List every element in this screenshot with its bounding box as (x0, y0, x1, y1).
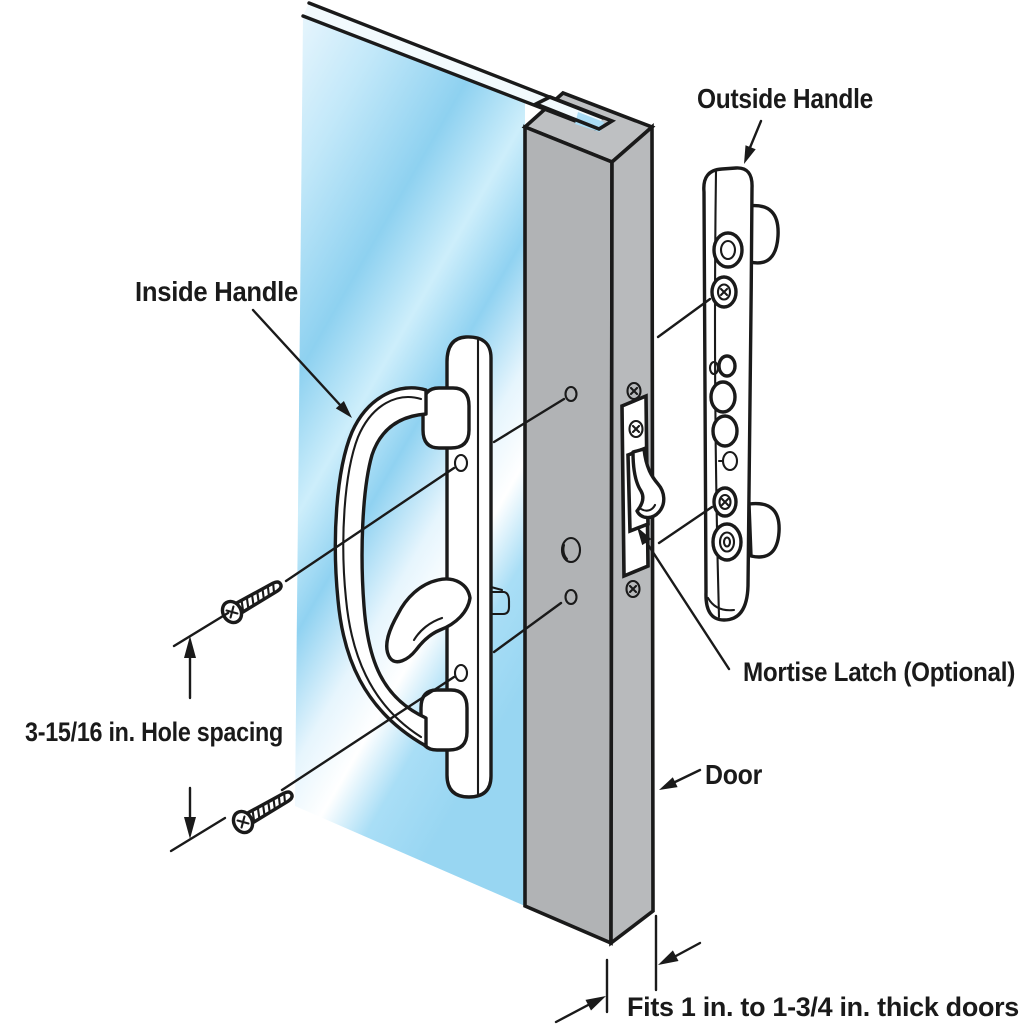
door-hole-middle-shade (562, 543, 569, 561)
latch-screw-bottom-cross (628, 584, 638, 594)
inside-handle (333, 335, 511, 799)
inside-mount-boss-bottom (419, 688, 469, 752)
outside-boss-7-center (722, 536, 732, 548)
dim-tick-bottom (169, 816, 227, 853)
screw-alignment-lines (280, 297, 714, 792)
outside-boss-2-inner (716, 283, 732, 301)
door-glass-slot (531, 95, 617, 132)
dim-tick-top (172, 611, 230, 648)
outside-boss-3 (709, 380, 737, 414)
mounting-screw-upper (220, 580, 283, 625)
label-outside-handle: Outside Handle (697, 83, 873, 114)
inside-thumb-lever (385, 577, 472, 664)
inside-grip-crease (342, 396, 423, 739)
label-hole-spacing: 3-15/16 in. Hole spacing (25, 717, 283, 747)
outside-handle (702, 166, 781, 622)
label-mortise-latch: Mortise Latch (Optional) (743, 657, 1015, 687)
inside-thumb-lever-detail (412, 616, 444, 642)
arrowhead-outside-handle (744, 145, 756, 164)
inside-latch-tab-top (489, 585, 504, 592)
leader-door (671, 768, 702, 785)
arrowhead-thickness-right (658, 950, 679, 965)
outside-grip-tab-bottom (747, 501, 781, 559)
outside-grip-tab-top (746, 203, 780, 265)
label-door-thickness: Fits 1 in. to 1-3/4 in. thick doors (627, 992, 1019, 1022)
leader-lines (169, 119, 763, 1024)
outside-knob-side (708, 360, 720, 376)
latch-hook-detail (639, 503, 657, 512)
outside-plate-bottom-line (706, 596, 736, 612)
thickness-shaft-left (554, 1002, 592, 1024)
inside-hole-lower (453, 663, 469, 683)
mortise-latch (620, 381, 666, 599)
label-door: Door (705, 759, 762, 790)
align-line-upper-a (284, 466, 456, 583)
label-inside-handle: Inside Handle (135, 276, 298, 307)
door-hole-middle (560, 536, 582, 564)
leader-outside-handle (747, 119, 763, 152)
door-hole-lower (564, 588, 578, 606)
arrowhead-door (659, 777, 678, 790)
arrowhead-mortise-latch (637, 527, 652, 546)
outside-boss-1 (712, 231, 744, 269)
outside-boss-6-inner (718, 493, 732, 511)
labels: Outside Handle Inside Handle Mortise Lat… (25, 83, 1019, 1022)
outside-boss-7 (711, 522, 743, 562)
outside-boss-6-cross (720, 497, 730, 507)
inside-backplate (445, 335, 493, 799)
latch-screw-top-cross (629, 386, 639, 396)
leader-inside-handle (251, 308, 343, 408)
mounting-screw-lower (231, 790, 294, 835)
align-line-lower-b (492, 601, 563, 654)
align-line-upper-c (656, 297, 712, 339)
arrowheads (184, 145, 756, 1011)
latch-screw-top (626, 381, 642, 401)
latch-screw-bottom (625, 579, 641, 599)
align-line-upper-b (492, 397, 566, 444)
arrowhead-dim-down (184, 817, 196, 839)
arrowhead-dim-up (184, 636, 196, 658)
arrowhead-thickness-left (585, 996, 606, 1011)
align-line-lower-a (280, 675, 456, 792)
inside-mount-boss-top (421, 386, 471, 450)
screw-head-cross (225, 605, 239, 619)
latch-hook (631, 447, 666, 520)
glass-edge-strip (303, 3, 603, 129)
latch-screw-plate-cross (631, 424, 641, 434)
outside-knob (717, 354, 737, 378)
screw-threads (251, 792, 287, 823)
door-hole-upper (564, 385, 578, 403)
screw-head-cross (236, 815, 250, 829)
screw-threads (240, 582, 276, 613)
outside-boss-2-cross (719, 287, 729, 297)
outside-boss-1-inner (719, 239, 737, 261)
inside-latch-tab (489, 590, 511, 616)
arrowhead-inside-handle (335, 401, 352, 418)
thickness-shaft-right (672, 941, 702, 959)
align-line-lower-c (657, 505, 714, 545)
outside-boss-4 (711, 414, 739, 448)
outside-boss-7-inner (718, 531, 736, 553)
latch-screw-plate (628, 419, 644, 439)
inside-hole-upper (453, 453, 469, 473)
door-front-face (523, 124, 614, 946)
leader-mortise-latch (643, 538, 731, 671)
